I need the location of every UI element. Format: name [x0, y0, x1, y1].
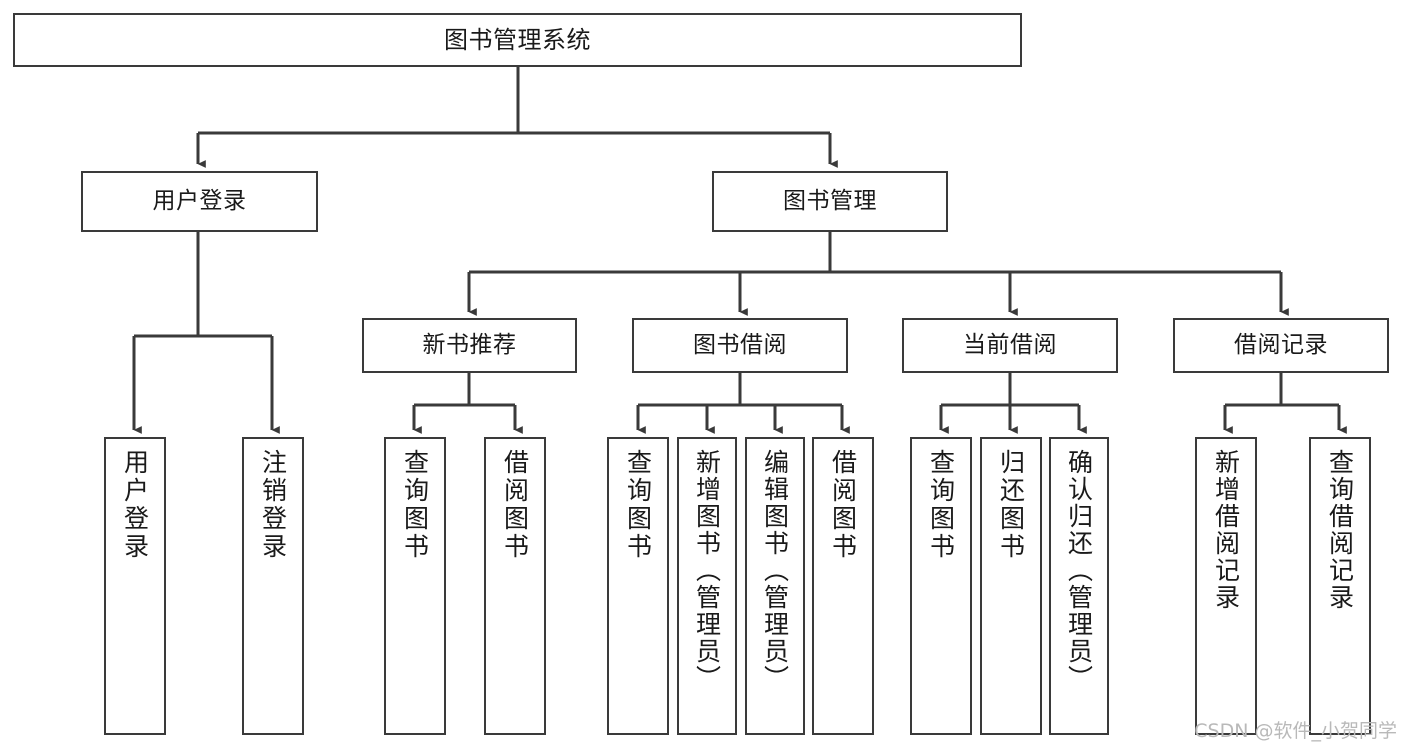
node-label: 图书管理系统 [444, 25, 591, 54]
node-label: 新书推荐 [422, 331, 517, 358]
node-label: 用户登录 [120, 449, 150, 561]
leaf-borrow-record-add-record[interactable]: 新增借阅记录 [1195, 437, 1257, 735]
leaf-current-borrow-query-book[interactable]: 查询图书 [910, 437, 972, 735]
leaf-book-borrow-add-book-admin[interactable]: 新增图书（管理员） [677, 437, 737, 735]
node-label: 注销登录 [258, 449, 288, 561]
node-label: 借阅图书 [500, 449, 530, 561]
node-label: 查询图书 [400, 449, 430, 561]
node-book-borrow[interactable]: 图书借阅 [632, 318, 848, 373]
node-user-login[interactable]: 用户登录 [81, 171, 318, 232]
node-label: 用户登录 [152, 187, 247, 214]
node-label: 归还图书 [996, 449, 1026, 561]
node-label: 借阅记录 [1234, 331, 1328, 358]
leaf-book-borrow-borrow-book[interactable]: 借阅图书 [812, 437, 874, 735]
node-label: 图书借阅 [693, 331, 787, 358]
node-label: 借阅图书 [828, 449, 858, 561]
node-label: 查询图书 [926, 449, 956, 561]
node-borrow-record[interactable]: 借阅记录 [1173, 318, 1389, 373]
node-current-borrow[interactable]: 当前借阅 [902, 318, 1118, 373]
leaf-current-borrow-confirm-return-admin[interactable]: 确认归还（管理员） [1049, 437, 1109, 735]
node-label: 编辑图书（管理员） [760, 449, 790, 692]
node-label: 确认归还（管理员） [1064, 449, 1094, 692]
node-label: 查询图书 [623, 449, 653, 561]
node-label: 当前借阅 [963, 331, 1057, 358]
leaf-borrow-record-query-record[interactable]: 查询借阅记录 [1309, 437, 1371, 735]
leaf-book-borrow-query-book[interactable]: 查询图书 [607, 437, 669, 735]
leaf-logout[interactable]: 注销登录 [242, 437, 304, 735]
node-label: 新增图书（管理员） [692, 449, 722, 692]
leaf-new-book-borrow-book[interactable]: 借阅图书 [484, 437, 546, 735]
leaf-current-borrow-return-book[interactable]: 归还图书 [980, 437, 1042, 735]
node-book-management[interactable]: 图书管理 [712, 171, 948, 232]
node-new-book-recommend[interactable]: 新书推荐 [362, 318, 577, 373]
node-label: 新增借阅记录 [1211, 449, 1241, 611]
leaf-new-book-query-book[interactable]: 查询图书 [384, 437, 446, 735]
node-label: 查询借阅记录 [1325, 449, 1355, 611]
leaf-user-login[interactable]: 用户登录 [104, 437, 166, 735]
node-label: 图书管理 [783, 187, 877, 214]
leaf-book-borrow-edit-book-admin[interactable]: 编辑图书（管理员） [745, 437, 805, 735]
node-book-management-system[interactable]: 图书管理系统 [13, 13, 1022, 67]
